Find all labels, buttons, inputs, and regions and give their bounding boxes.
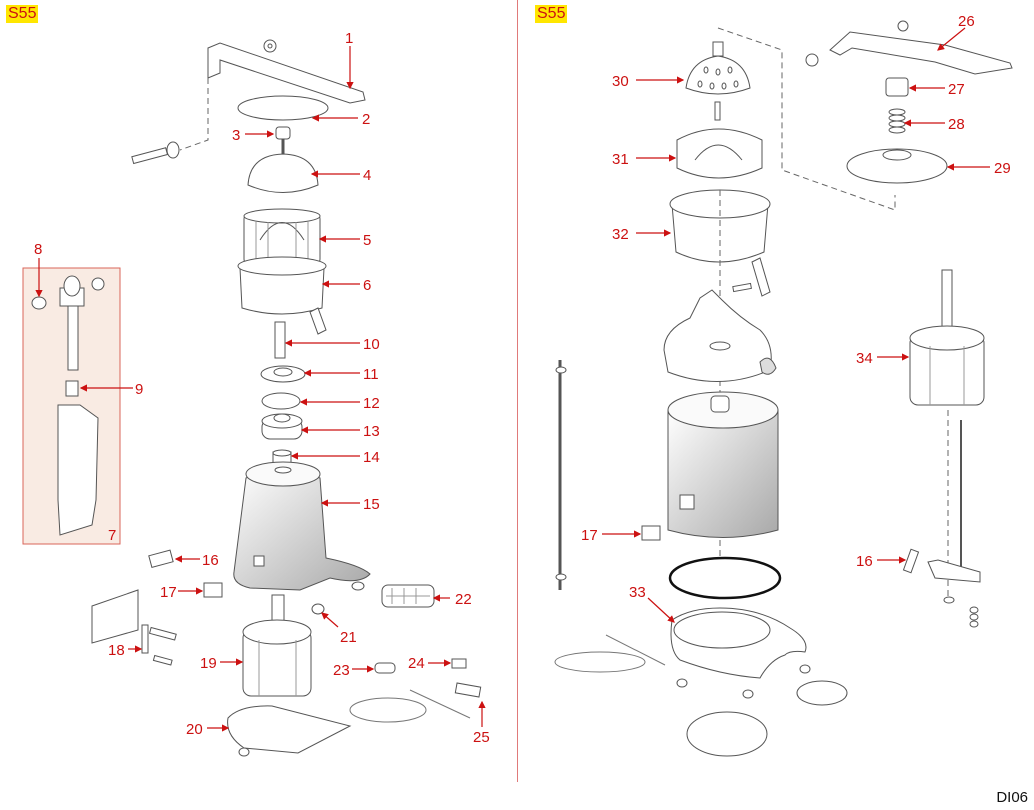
part-29-cup-disc bbox=[846, 148, 948, 184]
part-34-motor bbox=[909, 269, 985, 406]
callout-22: 22 bbox=[455, 591, 472, 608]
screw-left bbox=[131, 141, 180, 165]
part-22-grid-filter bbox=[381, 584, 435, 608]
callout-6: 6 bbox=[363, 277, 371, 294]
callout-29: 29 bbox=[994, 160, 1011, 177]
part-26-lever bbox=[805, 20, 1013, 75]
part-30-perforated-dome bbox=[685, 41, 751, 95]
callout-32: 32 bbox=[612, 226, 629, 243]
part-24-terminal-block bbox=[451, 658, 467, 669]
part-18-bracket-spring bbox=[91, 589, 177, 666]
part-3-nut bbox=[275, 126, 291, 140]
part-31-reamer-cage bbox=[676, 128, 763, 179]
part-5-reamer-cage bbox=[243, 208, 321, 266]
part-13-bearing-housing bbox=[261, 413, 303, 440]
document-code: DI06 bbox=[996, 789, 1028, 806]
part-33-base bbox=[670, 607, 811, 699]
part-25-power-cable bbox=[349, 682, 482, 723]
callout-24: 24 bbox=[408, 655, 425, 672]
callout-18: 18 bbox=[108, 642, 125, 659]
callout-7: 7 bbox=[108, 527, 116, 544]
callout-16-right: 16 bbox=[856, 553, 873, 570]
part-17-switch bbox=[203, 582, 223, 598]
part-27-bushing bbox=[885, 77, 909, 97]
part-4-dome bbox=[247, 153, 319, 193]
callout-2: 2 bbox=[362, 111, 370, 128]
part-grid-filter-right bbox=[796, 680, 848, 706]
callout-28: 28 bbox=[948, 116, 965, 133]
model-badge-left: S55 bbox=[6, 5, 39, 23]
callout-9: 9 bbox=[135, 381, 143, 398]
part-11-washer bbox=[260, 365, 306, 383]
callout-3: 3 bbox=[232, 127, 240, 144]
part-2-disc bbox=[237, 95, 329, 121]
callout-31: 31 bbox=[612, 151, 629, 168]
part-8-cap bbox=[31, 296, 47, 310]
part-28-spring bbox=[888, 108, 906, 134]
panel-divider bbox=[517, 0, 518, 782]
right-callouts: 26 27 28 29 30 31 32 17 34 16 33 bbox=[581, 13, 1011, 623]
callout-8: 8 bbox=[34, 241, 42, 258]
callout-12: 12 bbox=[363, 395, 380, 412]
callout-20: 20 bbox=[186, 721, 203, 738]
callout-30: 30 bbox=[612, 73, 629, 90]
part-gasket-ring bbox=[668, 556, 782, 600]
part-10-shaft bbox=[274, 321, 286, 359]
model-badge-right: S55 bbox=[535, 5, 568, 23]
left-callouts: 1 2 3 4 5 6 7 8 9 10 11 12 13 14 15 16 1… bbox=[34, 30, 490, 746]
callout-34: 34 bbox=[856, 350, 873, 367]
part-16-microswitch bbox=[148, 549, 174, 568]
callout-25: 25 bbox=[473, 729, 490, 746]
callout-27: 27 bbox=[948, 81, 965, 98]
callout-5: 5 bbox=[363, 232, 371, 249]
part-12-seal bbox=[261, 392, 301, 410]
part-base-plate-right bbox=[686, 711, 768, 757]
callout-17-right: 17 bbox=[581, 527, 598, 544]
callout-26: 26 bbox=[958, 13, 975, 30]
part-1-lever-arm bbox=[207, 39, 366, 104]
callout-14: 14 bbox=[363, 449, 380, 466]
callout-1: 1 bbox=[345, 30, 353, 47]
part-9-sleeve bbox=[65, 380, 79, 397]
callout-13: 13 bbox=[363, 423, 380, 440]
callout-4: 4 bbox=[363, 167, 371, 184]
part-tie-rod-left bbox=[555, 360, 567, 590]
part-6-bowl bbox=[237, 256, 327, 335]
part-16-microswitch-right bbox=[902, 548, 981, 583]
callout-16: 16 bbox=[202, 552, 219, 569]
part-17-switch-right bbox=[641, 525, 661, 541]
callout-33: 33 bbox=[629, 584, 646, 601]
part-7-handle-assembly bbox=[57, 275, 105, 536]
part-19-motor bbox=[242, 594, 312, 697]
callout-23: 23 bbox=[333, 662, 350, 679]
callout-21: 21 bbox=[340, 629, 357, 646]
part-23-capacitor bbox=[374, 662, 396, 674]
part-21-foot bbox=[311, 603, 325, 615]
part-motor-cylinder bbox=[667, 391, 779, 538]
callout-17: 17 bbox=[160, 584, 177, 601]
part-20-base-plate bbox=[227, 705, 352, 754]
callout-19: 19 bbox=[200, 655, 217, 672]
callout-15: 15 bbox=[363, 496, 380, 513]
part-upper-housing bbox=[663, 282, 777, 383]
part-15-motor-housing bbox=[233, 461, 371, 591]
callout-11: 11 bbox=[363, 366, 379, 383]
part-power-cable-right bbox=[554, 651, 646, 673]
callout-10: 10 bbox=[363, 336, 380, 353]
